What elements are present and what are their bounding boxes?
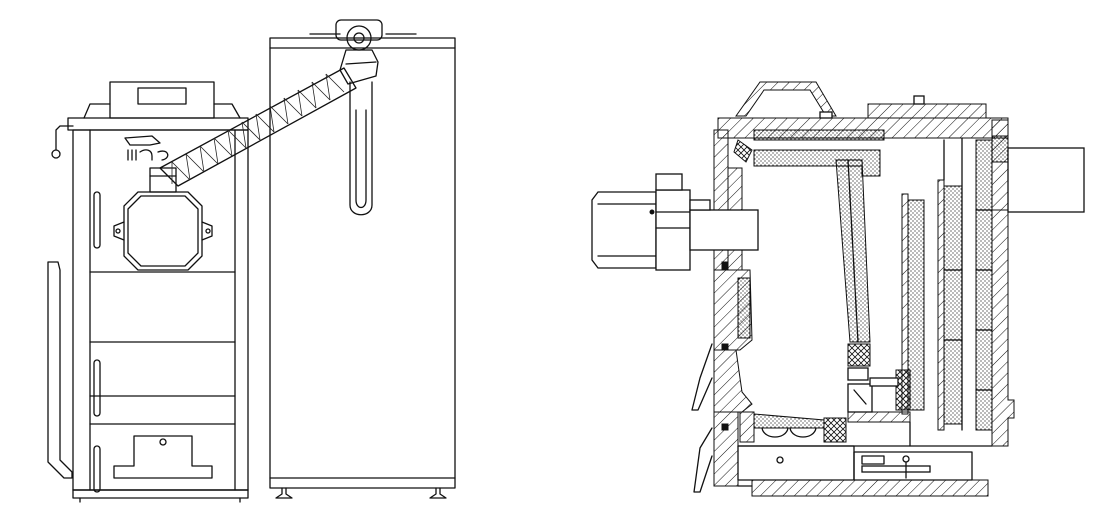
ash-door <box>113 435 213 479</box>
combustion-chamber <box>737 367 993 447</box>
top-baffle <box>733 129 885 367</box>
ash-drawer <box>737 445 973 481</box>
base-plate <box>751 479 989 497</box>
manufacturer-logo <box>124 135 169 161</box>
control-panel-box <box>83 81 241 119</box>
boiler-body <box>67 117 249 503</box>
pellet-hopper <box>269 33 456 499</box>
feeder-motor <box>335 19 383 85</box>
lifting-handle <box>735 81 837 117</box>
section-view <box>591 81 1085 497</box>
top-side-handle <box>51 125 74 159</box>
flue-outlet <box>1007 147 1085 213</box>
feed-auger-hose <box>159 67 357 187</box>
heat-exchanger <box>901 137 993 431</box>
door-handles <box>47 191 101 493</box>
front-view <box>47 19 456 503</box>
pellet-burner <box>591 173 759 271</box>
rear-wall-flue <box>991 119 1085 447</box>
burner-door <box>113 167 213 271</box>
